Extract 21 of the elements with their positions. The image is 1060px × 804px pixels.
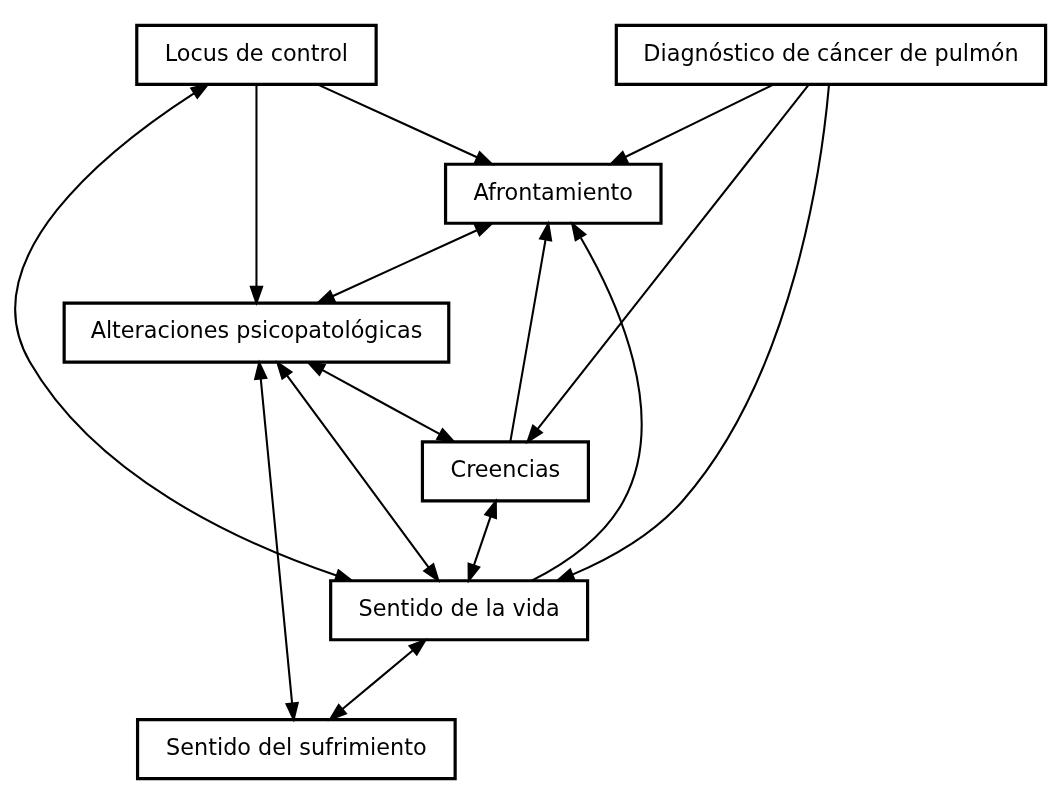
arrow	[305, 360, 457, 444]
arrow	[467, 498, 497, 584]
node-box: Alteraciones psicopatológicas	[62, 301, 451, 364]
node-box: Creencias	[420, 440, 590, 503]
arrow	[531, 220, 643, 582]
arrow	[275, 360, 441, 583]
node-box: Diagnóstico de cáncer de pulmón	[614, 23, 1048, 87]
node-box: Afrontamiento	[443, 162, 663, 225]
node-box: Locus de control	[135, 23, 378, 87]
node-box: Sentido del sufrimiento	[135, 717, 457, 781]
arrow	[554, 84, 831, 582]
arrow	[525, 84, 810, 445]
node-box: Sentido de la vida	[329, 579, 590, 642]
arrow	[249, 84, 264, 306]
arrow	[253, 359, 300, 723]
arrow	[509, 220, 553, 442]
arrow	[315, 222, 495, 305]
arrow	[327, 637, 428, 722]
arrow	[317, 83, 495, 166]
arrow	[14, 82, 355, 583]
arrow	[607, 83, 774, 166]
